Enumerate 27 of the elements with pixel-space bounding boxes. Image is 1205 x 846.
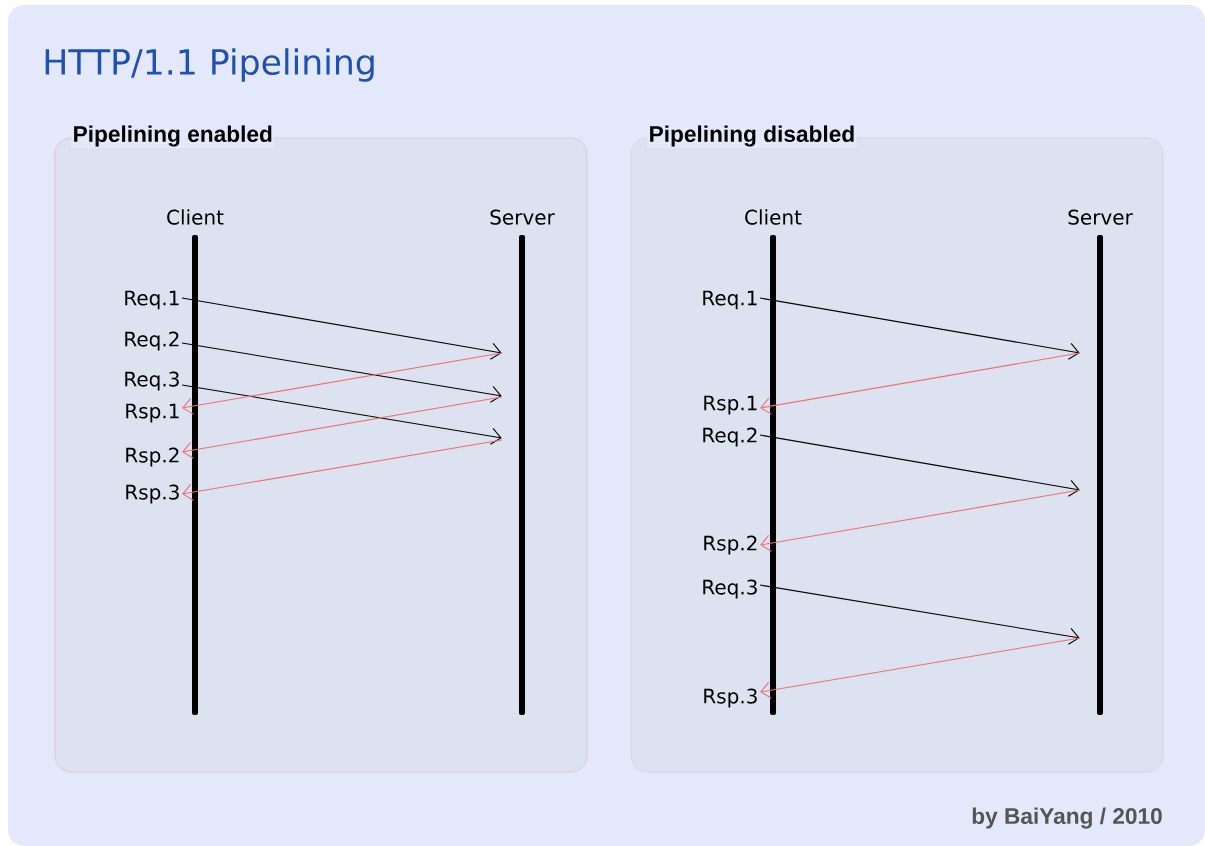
arrow <box>760 637 1081 699</box>
message-label: Req.2 <box>125 331 179 351</box>
node-label: Client <box>745 209 802 225</box>
message-label: Rsp.3 <box>126 484 179 504</box>
message-label: Rsp.3 <box>704 688 757 708</box>
node-label: Server <box>490 209 555 225</box>
message-label: Req.1 <box>125 290 179 310</box>
node-label: Client <box>167 209 224 225</box>
message-label: Rsp.1 <box>126 403 179 423</box>
arrow <box>181 384 502 445</box>
message-label: Req.1 <box>703 290 757 310</box>
arrow <box>182 352 503 415</box>
arrow <box>182 396 503 459</box>
message-label: Rsp.2 <box>126 447 179 467</box>
node-label: Server <box>1068 209 1133 225</box>
message-label: Rsp.2 <box>704 535 757 555</box>
lifeline: Server <box>490 209 555 715</box>
message-label: Req.3 <box>703 579 757 599</box>
message-label: Req.2 <box>703 427 757 447</box>
message-label: Rsp.1 <box>704 395 757 415</box>
arrow <box>760 489 1081 552</box>
author-credit: by BaiYang / 2010 <box>972 807 1162 829</box>
arrow <box>182 439 503 501</box>
diagram-title: HTTP/1.1 Pipelining <box>45 48 374 82</box>
arrow <box>760 352 1081 415</box>
message-label: Req.3 <box>125 371 179 391</box>
lifeline: Server <box>1068 209 1133 715</box>
